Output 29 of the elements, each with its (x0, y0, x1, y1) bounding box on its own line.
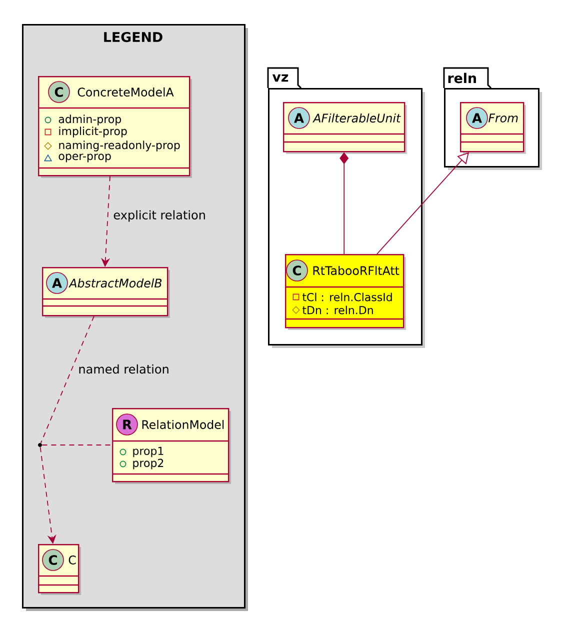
attribute-text: naming-readonly-prop (59, 140, 180, 152)
edge-label: named relation (77, 363, 170, 375)
class-name: C (68, 556, 76, 564)
class-box (285, 254, 406, 330)
dashed-line (42, 444, 112, 446)
class-box (112, 408, 231, 484)
dashed-line (40, 316, 94, 444)
class-name: ConcreteModelA (78, 87, 174, 97)
class-box (42, 267, 170, 318)
class-box (460, 102, 526, 154)
class-box (38, 76, 192, 178)
edge-label: explicit relation (112, 209, 207, 223)
attribute-text: prop1 (133, 446, 164, 458)
node-label: vz (272, 74, 288, 82)
attribute-text: tCl : reln.ClassId (302, 292, 392, 302)
class-name: RelationModel (142, 420, 224, 430)
class-box (283, 102, 407, 154)
class-box (38, 544, 81, 595)
attribute-text: admin-prop (58, 114, 122, 126)
attribute-text: tDn : reln.Dn (302, 306, 373, 314)
class-name: From (488, 114, 518, 122)
inheritance-arrow (376, 152, 469, 254)
class-name: RtTabooRFltAtt (313, 266, 400, 276)
class-name: AbstractModelB (68, 278, 162, 288)
node-label: reln (448, 72, 476, 84)
class-name: AFilterableUnit (312, 113, 401, 123)
attribute-text: implicit-prop (59, 126, 127, 138)
attribute-text: oper-prop (58, 154, 111, 162)
attribute-text: prop2 (133, 458, 164, 470)
